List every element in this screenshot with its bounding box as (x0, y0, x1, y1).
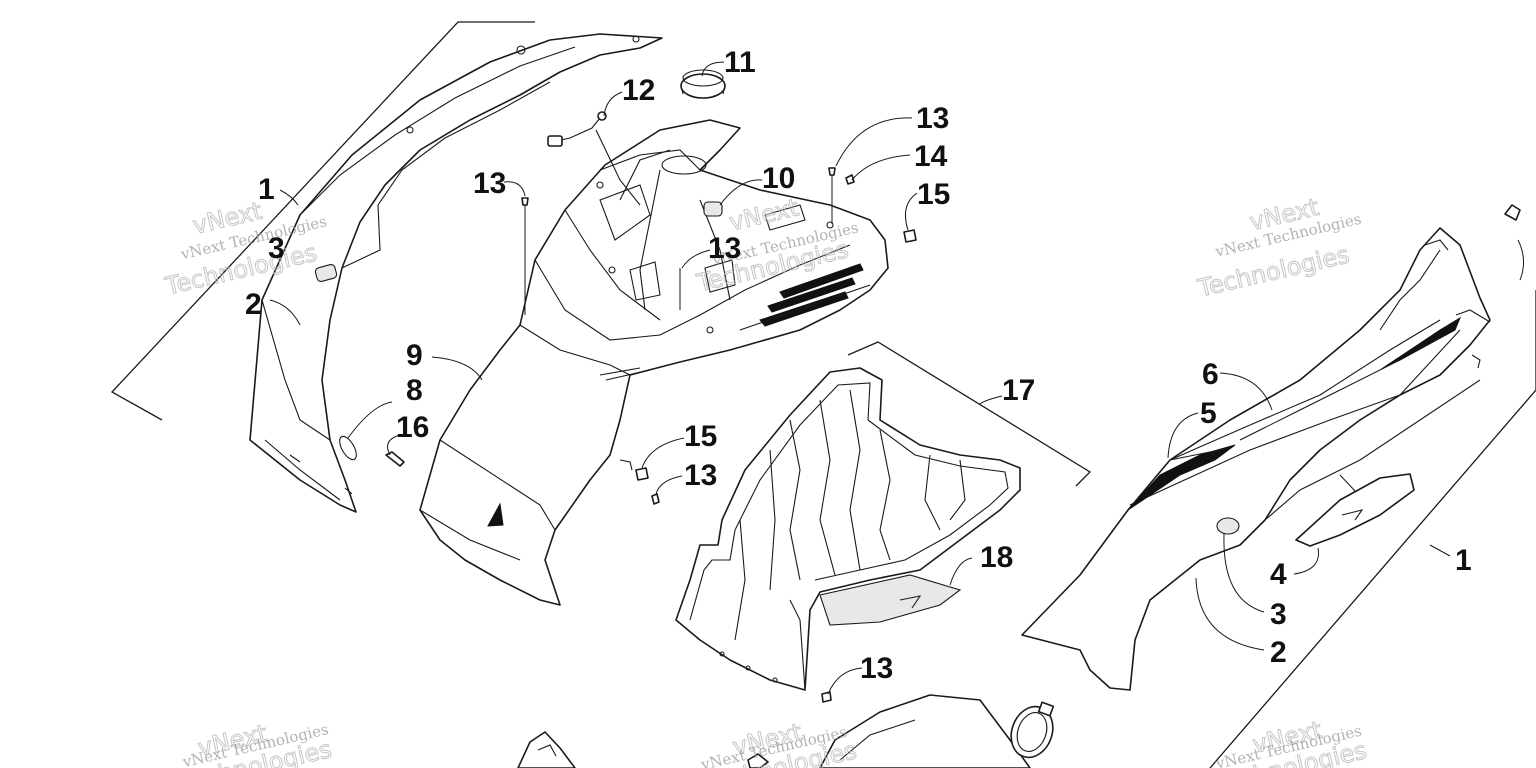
clip-14 (845, 174, 855, 185)
callout-6: 6 (1202, 358, 1219, 391)
callout-16: 16 (396, 411, 429, 444)
watermark-top-right: vNext vNext Technologies Technologies (1194, 193, 1363, 304)
decal-4 (1295, 473, 1415, 547)
gauge-grommet-11 (661, 69, 726, 175)
callout-18: 18 (980, 541, 1013, 574)
callout-8: 8 (406, 374, 423, 407)
callout-5: 5 (1200, 397, 1217, 430)
callout-11: 11 (724, 46, 756, 79)
callout-4: 4 (1270, 558, 1287, 591)
decal-stripe-5 (1127, 444, 1236, 511)
right-side-panel (1021, 227, 1491, 691)
callout-12: 12 (622, 74, 655, 107)
screw-13-b (828, 167, 836, 224)
callout-15-top: 15 (917, 178, 950, 211)
wire-harness-12 (547, 111, 641, 206)
watermark-bottom-right: vNext vNext Technologies Technologies (1211, 715, 1369, 768)
leader-lines (269, 61, 1524, 695)
screw-13-e (821, 691, 832, 703)
clip-15-a (903, 229, 917, 243)
left-side-panel (249, 33, 663, 513)
screw-13-d (651, 493, 660, 505)
watermark-bottom-left: vNext vNext Technologies Technologies (176, 719, 334, 768)
clip-bottom (747, 753, 769, 768)
foam-pad-18 (819, 574, 962, 626)
air-box-17 (675, 367, 1021, 691)
screw-13-a (521, 197, 529, 315)
group-bracket-left-panel (110, 21, 535, 421)
callout-13-hood-left: 13 (473, 167, 506, 200)
watermark-bottom-center: vNext vNext Technologies Technologies (698, 718, 859, 768)
callout-13-hood-center: 13 (708, 232, 741, 265)
callout-17: 17 (1002, 374, 1035, 407)
callout-2-right: 2 (1270, 636, 1287, 669)
callout-1-left: 1 (258, 173, 275, 206)
ring-seal-8 (339, 435, 357, 461)
callout-15-lower: 15 (684, 420, 717, 453)
group-bracket-air-box (847, 341, 1092, 487)
callout-13-bottom: 13 (860, 652, 893, 685)
callout-labels: 1 2 3 8 16 9 13 12 11 10 13 13 14 15 15 … (245, 46, 1472, 685)
callout-10: 10 (762, 162, 795, 195)
callout-3-right: 3 (1270, 598, 1287, 631)
callout-9: 9 (406, 339, 423, 372)
decal-stripe-6 (1239, 316, 1462, 441)
callout-13-hood-right: 13 (916, 102, 949, 135)
duct-bottom (819, 694, 1031, 768)
callout-14: 14 (914, 140, 948, 173)
bracket-bottom-left (517, 731, 576, 768)
grommet-3-right (1216, 517, 1240, 535)
screw-16 (385, 451, 405, 467)
screw-top-right (1504, 204, 1521, 221)
group-bracket-right-panel (1209, 290, 1536, 768)
hose-clamp (1010, 701, 1055, 759)
callout-3-left: 3 (268, 232, 285, 265)
callout-2-left: 2 (245, 288, 262, 321)
clip-15-b (635, 467, 649, 481)
front-hood-9 (419, 119, 889, 606)
callout-13-lower: 13 (684, 459, 717, 492)
callout-1-right: 1 (1455, 544, 1472, 577)
